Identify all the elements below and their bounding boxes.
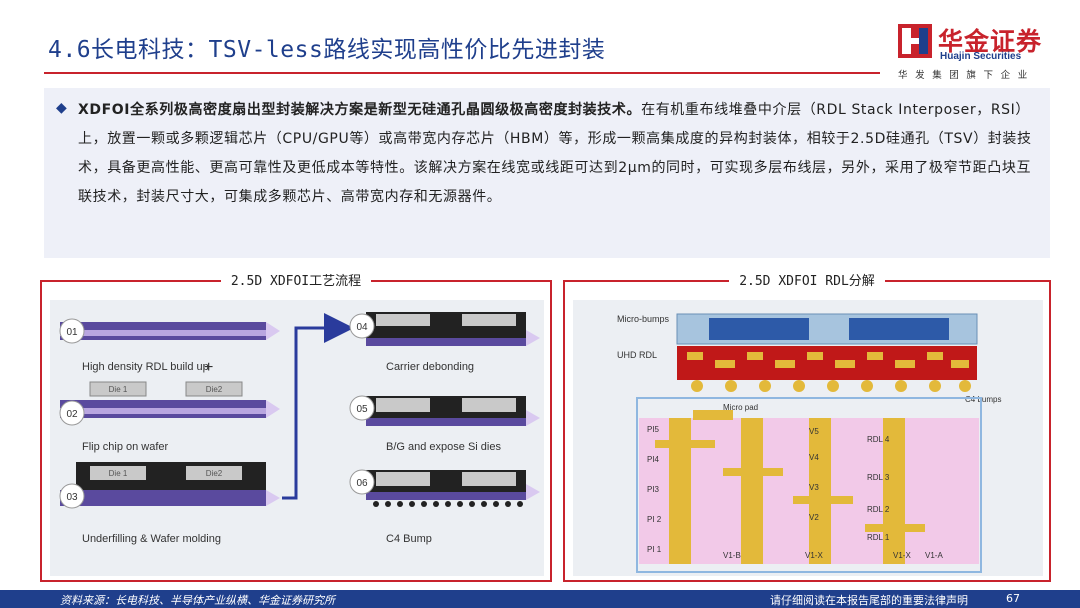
footer-disclaimer: 请仔细阅读在本报告尾部的重要法律声明: [770, 594, 968, 607]
footer-bar: 资料来源：长电科技、半导体产业纵横、华金证券研究所 请仔细阅读在本报告尾部的重要…: [0, 590, 1080, 608]
step-03-number: 03: [66, 492, 78, 503]
label-rdl1: RDL 1: [867, 533, 890, 542]
page-title: 4.6长电科技：TSV-less路线实现高性价比先进封装: [48, 37, 606, 63]
label-v1x-right: V1-X: [893, 551, 911, 560]
rdl-breakdown-diagram: Micro-bumps UHD RDL C4 bumps: [573, 300, 1043, 576]
label-rdl3: RDL 3: [867, 473, 890, 482]
step-02-number: 02: [66, 409, 78, 420]
title-divider: [44, 72, 880, 74]
step-05-label: B/G and expose Si dies: [386, 441, 501, 453]
footer-source: 资料来源：长电科技、半导体产业纵横、华金证券研究所: [60, 594, 335, 607]
label-v4: V4: [809, 453, 819, 462]
summary-box: ◆ XDFOI全系列极高密度扇出型封装解决方案是新型无硅通孔晶圆级极高密度封装技…: [44, 88, 1050, 258]
step-04-label: Carrier debonding: [386, 361, 474, 373]
rdl-breakdown-caption: 2.5D XDFOI RDL分解: [729, 274, 885, 289]
label-pi2: PI 2: [647, 515, 662, 524]
step-04-number: 04: [356, 322, 368, 333]
step-03: Die 1 Die2 03 Underfilling & Wafer moldi…: [59, 462, 280, 545]
huajin-logo-icon: [898, 24, 932, 58]
step-01-label: High density RDL build up: [82, 361, 209, 373]
step-05: 05 B/G and expose Si dies: [349, 395, 540, 453]
label-v1x-left: V1-X: [805, 551, 823, 560]
logo-tagline: 华发集团旗下企业: [898, 70, 1035, 81]
flow-arrow: [282, 313, 354, 500]
step-06-number: 06: [356, 478, 368, 489]
step-06-label: C4 Bump: [386, 533, 432, 545]
label-micro-pad: Micro pad: [723, 403, 758, 412]
step-02: Die 1 Die2 02 Flip chip on wafer: [59, 381, 280, 453]
step-03-label: Underfilling & Wafer molding: [82, 533, 221, 545]
step-02-label: Flip chip on wafer: [82, 441, 169, 453]
label-micro-bumps: Micro-bumps: [617, 314, 670, 324]
process-flow-panel: 2.5D XDFOI工艺流程 01 High density RDL build…: [40, 274, 552, 582]
label-rdl4: RDL 4: [867, 435, 890, 444]
label-uhd-rdl: UHD RDL: [617, 350, 657, 360]
summary-body: 在有机重布线堆叠中介层（RDL Stack Interposer，RSI）上，放…: [78, 102, 1032, 205]
label-v1a: V1-A: [925, 551, 943, 560]
step-02-die2: Die2: [206, 385, 223, 394]
label-v1b: V1-B: [723, 551, 741, 560]
label-v2: V2: [809, 513, 819, 522]
step-03-die2: Die2: [206, 469, 223, 478]
label-pi4: PI4: [647, 455, 660, 464]
step-02-die1: Die 1: [109, 385, 128, 394]
step-01: 01 High density RDL build up +: [59, 318, 280, 376]
summary-bold-lead: XDFOI全系列极高密度扇出型封装解决方案是新型无硅通孔晶圆级极高密度封装技术。: [78, 102, 642, 118]
step-06: 06 C4 Bump: [349, 469, 540, 545]
step-04: 04 Carrier debonding: [349, 312, 540, 373]
process-flow-caption: 2.5D XDFOI工艺流程: [220, 274, 372, 289]
step-01-number: 01: [66, 327, 78, 338]
step-05-number: 05: [356, 404, 368, 415]
rdl-breakdown-panel: 2.5D XDFOI RDL分解 Micro-bumps UHD RDL C4 …: [563, 274, 1051, 582]
label-pi5: PI5: [647, 425, 660, 434]
step-03-die1: Die 1: [109, 469, 128, 478]
label-v5: V5: [809, 427, 819, 436]
summary-paragraph: XDFOI全系列极高密度扇出型封装解决方案是新型无硅通孔晶圆级极高密度封装技术。…: [78, 96, 1036, 212]
page-number: 67: [1006, 592, 1020, 605]
label-c4-bumps: C4 bumps: [965, 395, 1001, 404]
label-rdl2: RDL 2: [867, 505, 890, 514]
logo-name-en: Huajin Securities: [940, 51, 1022, 62]
label-pi1: PI 1: [647, 545, 662, 554]
logo-name-cn: 华金证券: [938, 27, 1043, 56]
label-pi3: PI3: [647, 485, 660, 494]
diamond-bullet-icon: ◆: [56, 100, 67, 116]
company-logo: 华金证券 Huajin Securities 华发集团旗下企业: [892, 22, 1062, 82]
svg-text:+: +: [204, 359, 213, 376]
label-v3: V3: [809, 483, 819, 492]
process-flow-diagram: 01 High density RDL build up + Die 1 Die…: [50, 300, 544, 576]
